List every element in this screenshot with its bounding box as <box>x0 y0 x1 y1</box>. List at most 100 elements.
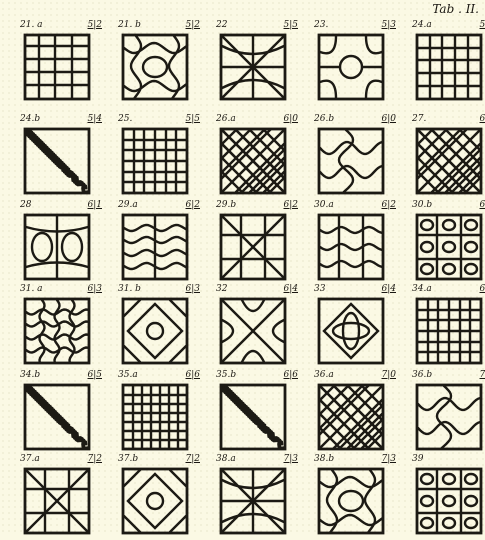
figure-cell: 30.b6|2 <box>410 198 485 286</box>
figure-label: 34.a6|5 <box>410 282 485 296</box>
figure-number: 35.a <box>118 368 138 382</box>
figure-cell: 21. a 5|2 <box>18 18 106 106</box>
figure-drawing <box>218 126 288 196</box>
chladni-figure <box>120 466 190 536</box>
figure-code: 6|0 <box>284 112 298 126</box>
figure-number: 38.b <box>314 452 334 466</box>
figure-code: 6|4 <box>284 282 298 296</box>
chladni-figure <box>316 382 386 452</box>
chladni-figure <box>22 126 92 196</box>
figure-code: 6|2 <box>284 198 298 212</box>
figure-drawing <box>120 212 190 282</box>
figure-drawing <box>414 32 484 102</box>
figure-drawing <box>22 466 92 536</box>
figure-code: 5|5 <box>186 112 200 126</box>
figure-drawing <box>316 382 386 452</box>
plate-title: Tab . II. <box>432 2 479 16</box>
figure-code: 6|5 <box>88 368 102 382</box>
figure-code: 7|2 <box>186 452 200 466</box>
figure-code: 7|2 <box>88 452 102 466</box>
figure-drawing <box>218 382 288 452</box>
figure-cell: 32 6|4 <box>214 282 302 370</box>
figure-number: 23. <box>314 18 328 32</box>
figure-code: 6|0 <box>480 112 485 126</box>
chladni-figure <box>22 466 92 536</box>
figure-cell: 34.a6|5 <box>410 282 485 370</box>
figure-drawing <box>120 466 190 536</box>
figure-drawing <box>218 212 288 282</box>
figure-drawing <box>22 32 92 102</box>
figure-cell: 24.a5|4 <box>410 18 485 106</box>
figure-code: 5|4 <box>480 18 485 32</box>
figure-code: 5|4 <box>88 112 102 126</box>
figure-drawing <box>218 32 288 102</box>
figure-number: 21. a <box>20 18 43 32</box>
figure-code: 5|2 <box>186 18 200 32</box>
figure-cell: 26.a 6|0 <box>214 112 302 200</box>
figure-cell: 24.b 5|4 <box>18 112 106 200</box>
figure-code: 5|2 <box>88 18 102 32</box>
figure-drawing <box>316 32 386 102</box>
figure-number: 29.a <box>118 198 138 212</box>
figure-cell: 36.b7|0 <box>410 368 485 456</box>
figure-number: 30.b <box>412 198 432 212</box>
figure-label: 36.b7|0 <box>410 368 485 382</box>
figure-number: 31. b <box>118 282 141 296</box>
figure-number: 34.a <box>412 282 432 296</box>
figure-drawing <box>414 466 484 536</box>
chladni-figure <box>218 126 288 196</box>
figure-drawing <box>414 212 484 282</box>
figure-cell: 34.b 6|5 <box>18 368 106 456</box>
figure-number: 34.b <box>20 368 40 382</box>
figure-number: 24.b <box>20 112 40 126</box>
figure-code: 5|3 <box>382 18 396 32</box>
chladni-figure <box>218 32 288 102</box>
figure-label: 34.b 6|5 <box>18 368 106 382</box>
chladni-figure <box>120 212 190 282</box>
figure-drawing <box>316 212 386 282</box>
figure-label: 397| <box>410 452 485 466</box>
chladni-figure <box>218 382 288 452</box>
figure-label: 23. 5|3 <box>312 18 400 32</box>
figure-number: 27. <box>412 112 426 126</box>
chladni-figure <box>316 212 386 282</box>
figure-drawing <box>120 296 190 366</box>
figure-drawing <box>22 296 92 366</box>
chladni-figure <box>316 126 386 196</box>
chladni-figure <box>414 126 484 196</box>
figure-number: 32 <box>216 282 227 296</box>
figure-number: 39 <box>412 452 423 466</box>
figure-number: 26.b <box>314 112 334 126</box>
figure-label: 26.a 6|0 <box>214 112 302 126</box>
figure-code: 7|0 <box>382 368 396 382</box>
figure-number: 26.a <box>216 112 236 126</box>
chladni-figure <box>316 296 386 366</box>
figure-number: 38.a <box>216 452 236 466</box>
figure-number: 33 <box>314 282 325 296</box>
figure-label: 25.5|5 <box>116 112 204 126</box>
figure-code: 6|1 <box>88 198 102 212</box>
figure-number: 36.b <box>412 368 432 382</box>
figure-number: 22 <box>216 18 227 32</box>
